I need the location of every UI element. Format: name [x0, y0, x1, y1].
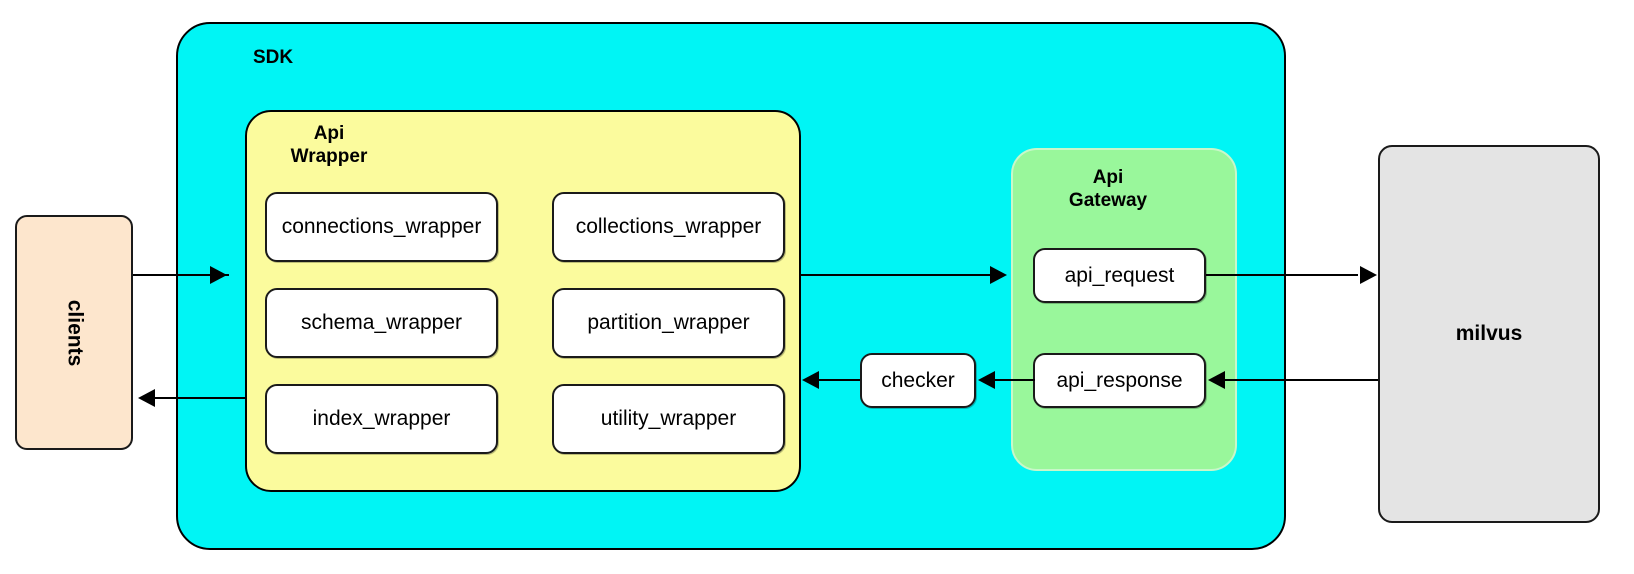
node-checker[interactable]: checker: [860, 353, 976, 408]
connector-api-request-to-milvus-arrowhead: [1360, 266, 1377, 284]
container-sdk-label: SDK: [252, 47, 294, 68]
node-connections-wrapper[interactable]: connections_wrapper: [265, 192, 498, 262]
node-index-wrapper[interactable]: index_wrapper: [265, 384, 498, 454]
container-api-gateway-label: Api Gateway: [1068, 167, 1148, 211]
node-partition-wrapper[interactable]: partition_wrapper: [552, 288, 785, 358]
connector-sdk-to-clients-arrowhead: [138, 389, 155, 407]
node-collections-wrapper[interactable]: collections_wrapper: [552, 192, 785, 262]
node-clients-label: clients: [63, 299, 86, 366]
container-api-wrapper-label: Api Wrapper: [290, 123, 368, 167]
node-api-response[interactable]: api_response: [1033, 353, 1206, 408]
node-schema-wrapper[interactable]: schema_wrapper: [265, 288, 498, 358]
node-clients[interactable]: clients: [15, 215, 133, 450]
node-milvus[interactable]: milvus: [1378, 145, 1600, 523]
node-utility-wrapper[interactable]: utility_wrapper: [552, 384, 785, 454]
container-api-gateway[interactable]: Api Gateway: [1011, 148, 1237, 471]
node-api-request[interactable]: api_request: [1033, 248, 1206, 303]
